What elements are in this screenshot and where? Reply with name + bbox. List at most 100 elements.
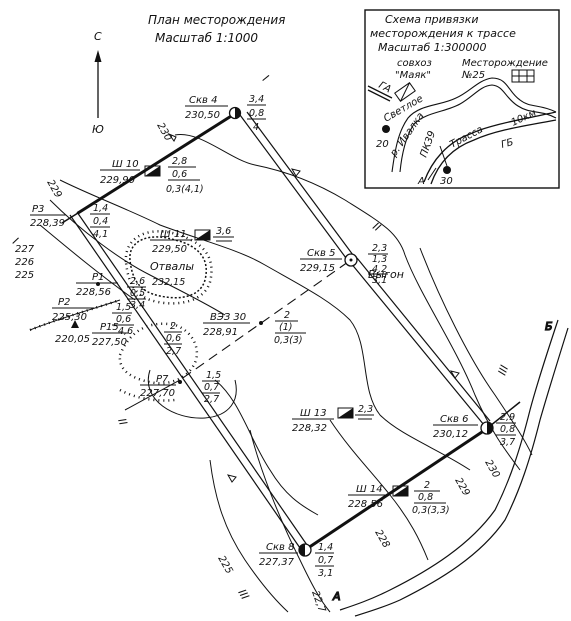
e220-label: 220,05: [55, 334, 90, 345]
dumps-area: Отвалы: [29, 230, 213, 402]
profile-lines: [61, 111, 521, 552]
p1-frac-1: 2,6: [130, 276, 145, 287]
p7-frac-2: 0,7: [204, 382, 219, 393]
inset-direction: А: [417, 176, 425, 187]
contour-229: 229: [44, 178, 63, 200]
inset-30: 30: [440, 176, 453, 187]
vez-elev: 228,91: [203, 327, 238, 338]
skv5-frac-2: 1,3: [372, 254, 387, 265]
p15-name: Р15: [100, 322, 119, 333]
sh10-annotation: Ш 10 229,90 2,8 0,6 0,3(4,1): [100, 156, 204, 195]
sh13-elev: 228,32: [292, 423, 327, 434]
north-arrow: С Ю: [92, 30, 104, 136]
sh14-frac-1: 2: [424, 480, 430, 491]
contour-227: 227: [15, 244, 35, 255]
skv8-frac-1: 1,4: [318, 542, 333, 553]
contour-226: 226: [15, 257, 34, 268]
p1-frac-3: 3,4: [130, 300, 145, 311]
p7-annotation: Р7 227,70 1,5 0,7 2,7: [140, 370, 221, 405]
plan-title: План месторождения: [148, 13, 285, 27]
profile-label-II-left: II: [115, 417, 129, 428]
south-label: Ю: [92, 123, 104, 136]
sh10-elev: 229,90: [100, 175, 135, 186]
p3-annotation: Р3 228,39 1,4 0,4 4,1: [30, 203, 110, 240]
ravine-label-a: А: [332, 590, 341, 603]
skv5-frac-3: 4,2: [372, 264, 387, 275]
inset-deposit-number: №25: [461, 70, 485, 81]
sh11-frac-1: 3,6: [216, 226, 231, 237]
contour-228: 228: [372, 528, 391, 550]
sh14-frac-2: 0,8: [418, 492, 433, 503]
profile-label-III-right: III: [496, 363, 512, 377]
vez-frac-2: (1): [279, 322, 292, 333]
sh13-frac-1: 2,3: [358, 404, 373, 415]
ravine-label-b: Б: [545, 320, 553, 333]
sh10-frac-2: 0,6: [172, 169, 187, 180]
skv6-frac-3: 3,7: [500, 437, 515, 448]
inset-20: 20: [376, 139, 389, 150]
p2-frac-3: 4,6: [118, 326, 133, 337]
skv8-elev: 227,37: [259, 557, 295, 568]
p7-frac-1: 1,5: [206, 370, 221, 381]
skv8-frac-2: 0,7: [318, 555, 333, 566]
contour-225-bottom: 225: [215, 554, 234, 576]
skv4-elev: 230,50: [185, 110, 220, 121]
sh14-frac-3: 0,3(3,3): [412, 505, 450, 516]
skv4-frac-3: 4: [253, 122, 259, 133]
skv4-name: Скв 4: [189, 95, 217, 106]
inset-ga: ГА: [377, 80, 393, 96]
skv5-name: Скв 5: [307, 248, 335, 259]
vez-name: ВЭЗ 30: [210, 312, 246, 323]
contour-227-bottom: 22,7: [309, 589, 327, 614]
contour-225: 225: [15, 270, 34, 281]
point-markers: [71, 106, 494, 557]
inset-deposit: Месторождение: [462, 58, 548, 69]
p1-frac-2: 0,5: [130, 288, 145, 299]
p3-name: Р3: [32, 204, 44, 215]
inset-title-2: месторождения к трассе: [370, 27, 516, 40]
vez30-annotation: ВЭЗ 30 228,91 2 (1) 0,3(3): [203, 310, 306, 346]
sh10-name: Ш 10: [112, 159, 139, 170]
p3-frac-3: 4,1: [93, 229, 108, 240]
p7up-frac-2: 0,6: [166, 333, 181, 344]
p1-extra-elev: 232,15: [152, 277, 185, 288]
sh11-elev: 229,50: [152, 244, 187, 255]
inset-scale: Масштаб 1:300000: [378, 41, 486, 54]
north-label: С: [94, 30, 102, 43]
p2-elev: 225,30: [52, 312, 87, 323]
p7up-frac-3: 2,7: [166, 346, 181, 357]
sh13-annotation: Ш 13 228,32 2,3: [292, 404, 374, 434]
profile-label-I-left: I: [10, 235, 20, 248]
sh10-frac-1: 2,8: [172, 156, 187, 167]
inset-sovkhoz: совхоз: [397, 58, 432, 69]
sh10-frac-3: 0,3(4,1): [166, 184, 204, 195]
p2-annotation: Р2 225,30 1,5 0,6 4,6 Р15 227,50 220,05: [52, 297, 134, 348]
vez-frac-3: 0,3(3): [274, 335, 303, 346]
inset-map: Схема привязки месторождения к трассе Ма…: [364, 9, 560, 189]
contour-230: 230: [154, 121, 173, 143]
dumps-label: Отвалы: [150, 260, 194, 273]
inset-mayak: "Маяк": [395, 70, 431, 81]
p2-frac-1: 1,5: [116, 302, 131, 313]
skv6-annotation: Скв 6 230,12 2,9 0,8 3,7: [433, 412, 516, 448]
sh14-annotation: Ш 14 228,56 2 0,8 0,3(3,3): [348, 480, 450, 516]
p1-name: Р1: [92, 272, 104, 283]
skv8-name: Скв 8: [266, 542, 294, 553]
skv6-frac-2: 0,8: [500, 424, 515, 435]
inset-gb: ГБ: [500, 137, 515, 151]
profile-label-II-top: II: [370, 220, 383, 234]
skv6-elev: 230,12: [433, 429, 468, 440]
skv4-frac-1: 3,4: [249, 94, 264, 105]
skv8-frac-3: 3,1: [318, 568, 333, 579]
contour-labels: 227 226 225 229 230 225 22,7 228 229 230: [15, 121, 501, 615]
p3-elev: 228,39: [30, 218, 65, 229]
p2-frac-2: 0,6: [116, 314, 131, 325]
profile-label-III-bottom: III: [235, 587, 251, 602]
skv4-frac-2: 0,8: [249, 108, 264, 119]
sh14-elev: 228,56: [348, 499, 383, 510]
p7-upper-fraction: 2 0,6 2,7: [164, 321, 182, 357]
skv5-elev: 229,15: [300, 263, 335, 274]
vez-frac-1: 2: [284, 310, 290, 321]
sh14-name: Ш 14: [356, 484, 383, 495]
sh11-name: Ш 11: [160, 229, 187, 240]
